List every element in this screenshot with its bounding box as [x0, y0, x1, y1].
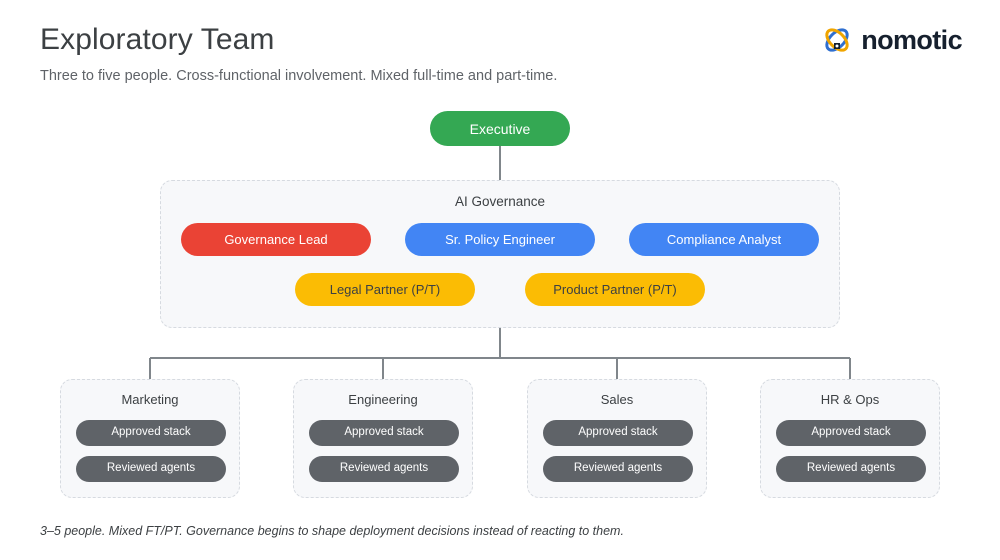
dept-title-engineering: Engineering: [348, 392, 418, 407]
node-sr-policy-engineer[interactable]: Sr. Policy Engineer: [405, 223, 595, 256]
dept-title-hr-ops: HR & Ops: [820, 392, 880, 407]
node-compliance-analyst[interactable]: Compliance Analyst: [629, 223, 819, 256]
dept-box-sales: Sales Approved stack Reviewed agents: [527, 379, 707, 498]
page-subtitle: Three to five people. Cross-functional i…: [40, 68, 558, 84]
group-ai-governance-title: AI Governance: [454, 194, 546, 209]
node-executive-label: Executive: [469, 120, 531, 137]
dept-title-sales: Sales: [600, 392, 634, 407]
dept-chip-reviewed-agents[interactable]: Reviewed agents: [76, 456, 226, 482]
nomotic-loop-icon: [821, 24, 853, 56]
governance-row-partners: Legal Partner (P/T) Product Partner (P/T…: [161, 273, 839, 306]
dept-chip-approved-stack[interactable]: Approved stack: [543, 420, 693, 446]
node-compliance-analyst-label: Compliance Analyst: [666, 232, 782, 247]
dept-chip-approved-stack[interactable]: Approved stack: [309, 420, 459, 446]
footer-note: 3–5 people. Mixed FT/PT. Governance begi…: [40, 524, 624, 538]
node-governance-lead-label: Governance Lead: [224, 232, 328, 247]
dept-chip-label: Approved stack: [111, 426, 191, 439]
brand-logo: nomotic: [821, 24, 963, 56]
dept-chip-approved-stack[interactable]: Approved stack: [76, 420, 226, 446]
dept-title-marketing: Marketing: [121, 392, 179, 407]
node-legal-partner[interactable]: Legal Partner (P/T): [295, 273, 475, 306]
node-executive[interactable]: Executive: [430, 111, 570, 146]
node-product-partner-label: Product Partner (P/T): [553, 282, 677, 297]
header-block: Exploratory Team Three to five people. C…: [40, 20, 800, 86]
dept-chip-label: Approved stack: [578, 426, 658, 439]
dept-box-marketing: Marketing Approved stack Reviewed agents: [60, 379, 240, 498]
dept-chip-reviewed-agents[interactable]: Reviewed agents: [309, 456, 459, 482]
dept-chip-label: Approved stack: [344, 426, 424, 439]
dept-chip-label: Reviewed agents: [106, 462, 196, 475]
node-legal-partner-label: Legal Partner (P/T): [329, 282, 441, 297]
node-governance-lead[interactable]: Governance Lead: [181, 223, 371, 256]
dept-chip-reviewed-agents[interactable]: Reviewed agents: [776, 456, 926, 482]
dept-chip-label: Reviewed agents: [339, 462, 429, 475]
dept-chip-label: Reviewed agents: [573, 462, 663, 475]
dept-chip-label: Approved stack: [811, 426, 891, 439]
dept-box-hr-ops: HR & Ops Approved stack Reviewed agents: [760, 379, 940, 498]
node-sr-policy-engineer-label: Sr. Policy Engineer: [445, 232, 555, 247]
group-ai-governance: AI Governance Governance Lead Sr. Policy…: [160, 180, 840, 328]
node-product-partner[interactable]: Product Partner (P/T): [525, 273, 705, 306]
page-title: Exploratory Team: [40, 23, 275, 56]
governance-row-primary: Governance Lead Sr. Policy Engineer Comp…: [161, 223, 839, 256]
dept-chip-approved-stack[interactable]: Approved stack: [776, 420, 926, 446]
dept-chip-reviewed-agents[interactable]: Reviewed agents: [543, 456, 693, 482]
dept-box-engineering: Engineering Approved stack Reviewed agen…: [293, 379, 473, 498]
dept-chip-label: Reviewed agents: [806, 462, 896, 475]
brand-wordmark: nomotic: [861, 25, 962, 55]
